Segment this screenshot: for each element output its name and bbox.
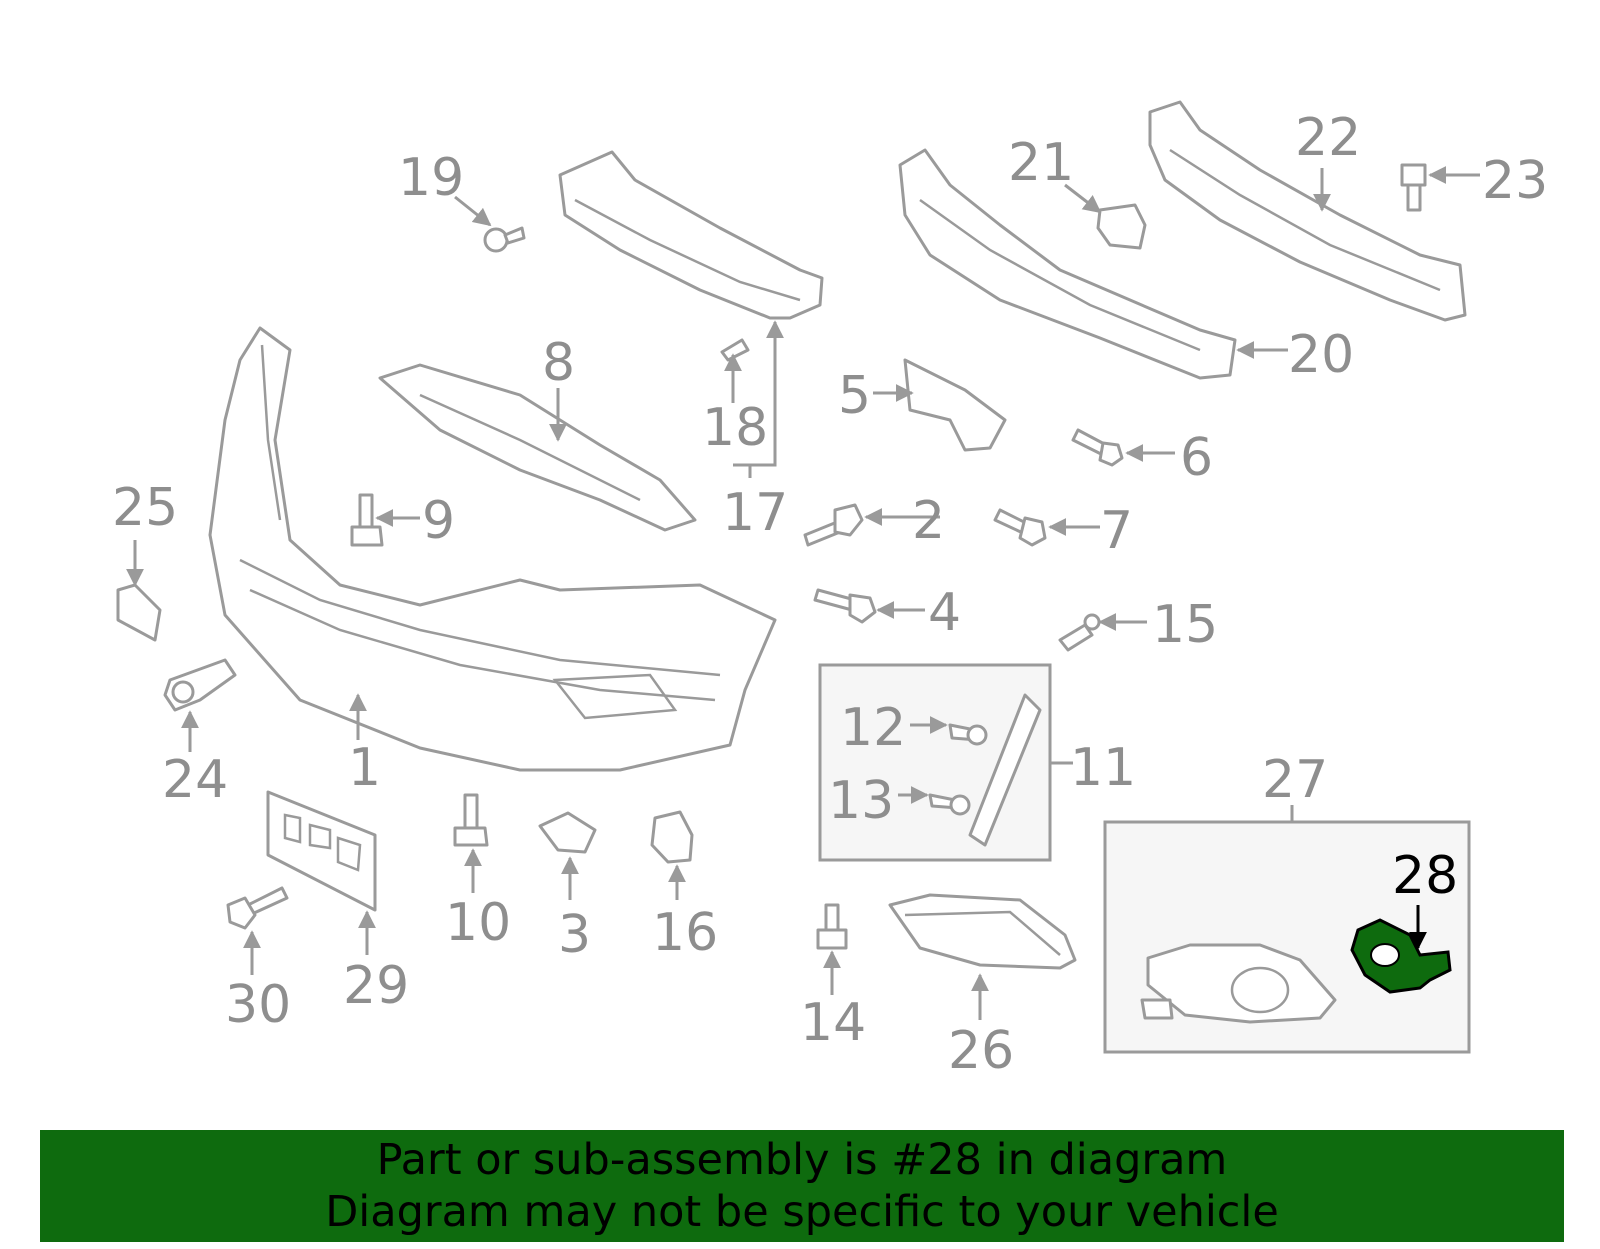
- part-29-license-bracket: [266, 790, 377, 912]
- part-25-cover: [116, 583, 162, 642]
- part-8-absorber: [378, 363, 697, 532]
- label-21: 21: [1008, 133, 1074, 193]
- info-banner: Part or sub-assembly is #28 in diagram D…: [40, 1130, 1564, 1242]
- label-7: 7: [1100, 501, 1133, 561]
- part-1-bumper-cover: [208, 326, 777, 772]
- part-16-retainer: [650, 810, 694, 864]
- label-25: 25: [112, 478, 178, 538]
- label-30: 30: [225, 975, 291, 1035]
- part-22-impact-bar: [1148, 100, 1467, 322]
- label-16: 16: [652, 903, 718, 963]
- part-19-clip: [483, 226, 526, 253]
- part-30-bolt: [226, 886, 289, 930]
- part-15-clip: [1058, 613, 1101, 652]
- label-1: 1: [348, 738, 381, 798]
- part-23-bolt: [1400, 163, 1427, 212]
- label-23: 23: [1482, 151, 1548, 211]
- part-10-bolt: [453, 793, 489, 847]
- label-3: 3: [558, 905, 591, 965]
- label-12: 12: [840, 698, 906, 758]
- label-17: 17: [722, 483, 788, 543]
- label-9: 9: [422, 491, 455, 551]
- label-6: 6: [1180, 428, 1213, 488]
- part-18-clip: [720, 338, 750, 362]
- label-29: 29: [343, 956, 409, 1016]
- part-6-bolt: [1071, 428, 1124, 467]
- label-15: 15: [1152, 595, 1218, 655]
- part-28-fog-lamp-bracket: [1350, 918, 1452, 994]
- part-20-reinforcement: [898, 148, 1237, 380]
- part-5-bracket: [903, 358, 1007, 452]
- part-21-clip: [1096, 203, 1147, 250]
- part-14-bolt: [816, 903, 848, 950]
- part-7-bolt: [993, 508, 1047, 547]
- label-22: 22: [1295, 108, 1361, 168]
- label-18: 18: [702, 398, 768, 458]
- part-labels: 1 2 3 4 5 6 7 8 9 10 11 12 13 14 15 16 1…: [112, 108, 1548, 1081]
- part-2-bolt: [803, 503, 864, 547]
- part-11-group: [818, 663, 1052, 862]
- label-20: 20: [1288, 325, 1354, 385]
- label-10: 10: [445, 893, 511, 953]
- label-24: 24: [162, 750, 228, 810]
- label-19: 19: [398, 148, 464, 208]
- banner-line-part: Part or sub-assembly is #28 in diagram: [376, 1135, 1228, 1185]
- label-8: 8: [542, 333, 575, 393]
- leader-lines: [126, 166, 1480, 1020]
- label-4: 4: [928, 583, 961, 643]
- label-2: 2: [912, 491, 945, 551]
- part-3-clip: [538, 811, 597, 854]
- part-9-bolt: [350, 493, 384, 547]
- part-26-bezel: [888, 893, 1077, 970]
- label-14: 14: [800, 993, 866, 1053]
- part-24-sensor: [163, 658, 237, 712]
- label-27: 27: [1262, 750, 1328, 810]
- banner-line-disclaimer: Diagram may not be specific to your vehi…: [325, 1187, 1279, 1237]
- label-28-highlighted: 28: [1392, 846, 1458, 906]
- label-26: 26: [948, 1021, 1014, 1081]
- label-13: 13: [828, 771, 894, 831]
- part-17-support: [558, 150, 824, 320]
- label-11: 11: [1070, 738, 1136, 798]
- part-4-bolt: [813, 588, 877, 624]
- label-5: 5: [838, 366, 871, 426]
